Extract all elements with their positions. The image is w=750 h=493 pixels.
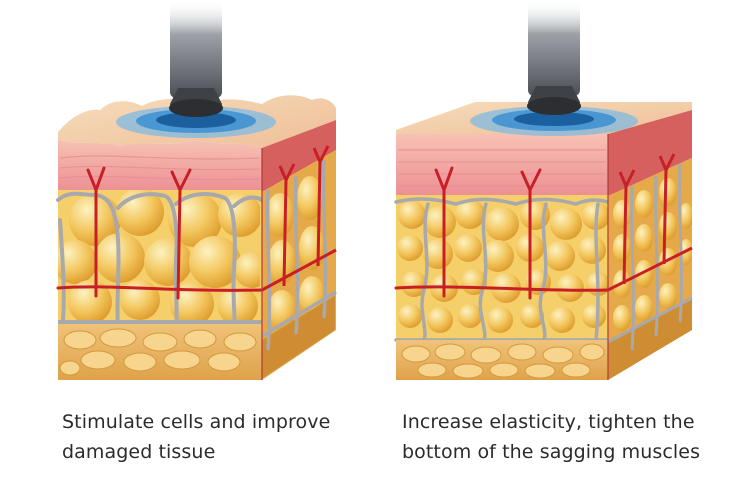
right-bottom-cells [401, 343, 605, 379]
right-caption-line-2: bottom of the sagging muscles [402, 441, 701, 463]
right-probe [527, 0, 581, 115]
right-dermis-side [608, 110, 692, 196]
right-dermis-lines [398, 149, 606, 187]
right-side-septa [607, 163, 693, 351]
left-septa [56, 191, 264, 332]
left-wave-rings [116, 106, 276, 138]
left-probe [169, 0, 223, 117]
left-bottom-cells [59, 328, 257, 376]
left-caption: Stimulate cells and improve damaged tiss… [62, 407, 330, 467]
right-wave-rings [470, 106, 638, 136]
right-dermis-front [396, 134, 608, 196]
right-vessels [394, 166, 610, 300]
left-side-cells [262, 176, 335, 380]
right-skin-cube [394, 0, 693, 380]
left-dermis-lines [59, 155, 261, 181]
left-skin-cube [56, 0, 337, 380]
left-side-vessels [261, 145, 337, 292]
left-side-septa [261, 159, 337, 351]
right-caption-line-1: Increase elasticity, tighten the [402, 411, 695, 433]
right-caption: Increase elasticity, tighten the bottom … [402, 407, 700, 467]
right-fat-cells [397, 199, 608, 333]
left-caption-line-2: damaged tissue [62, 441, 216, 463]
left-vessels [56, 166, 264, 300]
right-side-vessels [607, 153, 693, 292]
left-caption-line-1: Stimulate cells and improve [62, 411, 331, 433]
left-dermis-side [262, 120, 336, 192]
